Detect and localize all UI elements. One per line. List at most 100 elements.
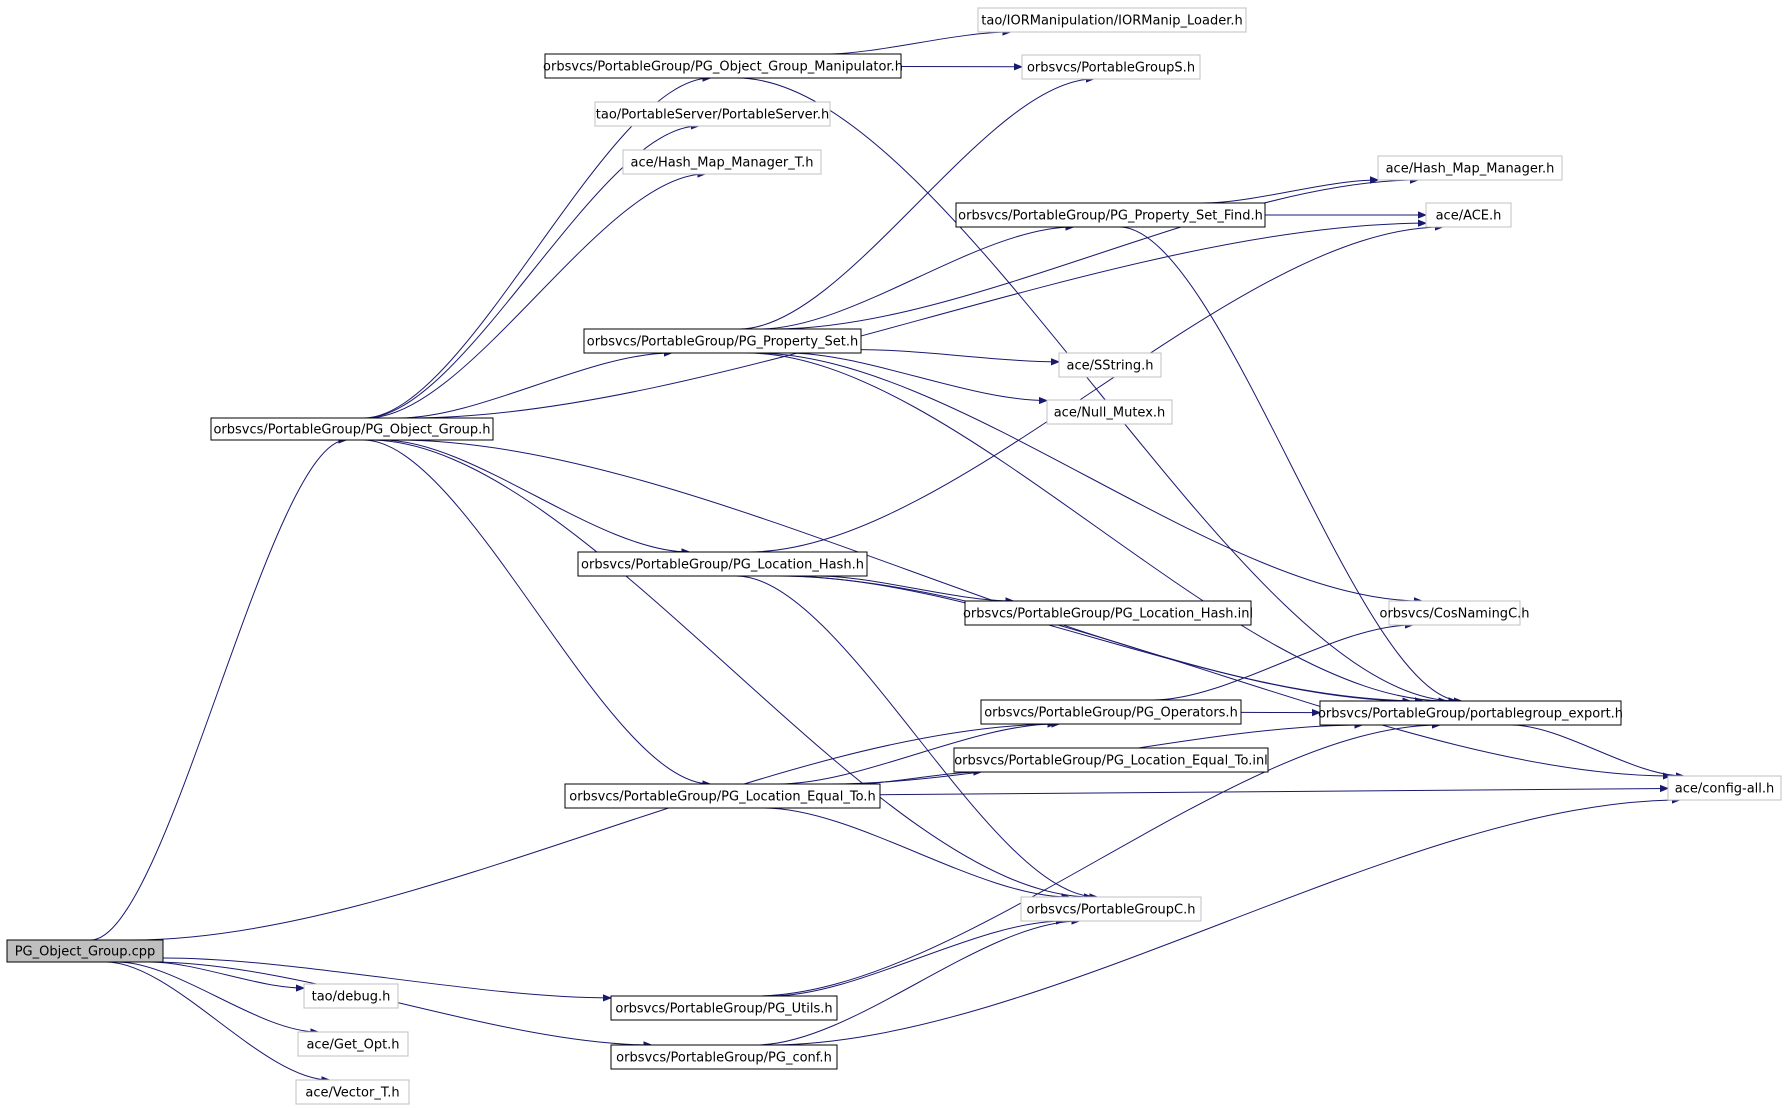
edge-n_export-to-n_configall (1511, 724, 1684, 776)
node-box (295, 1079, 410, 1105)
node-box (610, 995, 838, 1021)
edge-n_propfind-to-n_export (1119, 226, 1462, 701)
graph-node-sstring: ace/SString.h (1058, 352, 1162, 378)
node-label: ace/Hash_Map_Manager.h (1386, 162, 1555, 177)
edge-n_operators-to-n_cosnaming (1152, 625, 1413, 701)
node-label: orbsvcs/PortableGroup/PG_Operators.h (984, 706, 1238, 721)
node-label: ace/Null_Mutex.h (1054, 406, 1166, 421)
edge-n_objgroup_h-to-n_pgC (369, 439, 1092, 897)
node-label: ace/Hash_Map_Manager_T.h (631, 156, 814, 171)
node-label: orbsvcs/PortableGroup/PG_conf.h (616, 1051, 832, 1066)
node-box (577, 551, 868, 577)
edge-n_propset-to-n_propfind (759, 227, 1073, 330)
edge-n_lochash-to-n_export (782, 575, 1411, 701)
node-box (1319, 700, 1622, 726)
graph-node-debug: tao/debug.h (303, 983, 399, 1009)
graph-node-operators[interactable]: orbsvcs/PortableGroup/PG_Operators.h (980, 699, 1242, 725)
node-label: orbsvcs/PortableGroup/PG_Location_Hash.i… (963, 607, 1253, 622)
graph-node-propset[interactable]: orbsvcs/PortableGroup/PG_Property_Set.h (583, 328, 862, 354)
node-label: orbsvcs/PortableGroup/PG_Object_Group.h (213, 423, 490, 438)
node-label: ace/config-all.h (1675, 782, 1775, 797)
edges-layer (90, 32, 1684, 1080)
graph-node-utils[interactable]: orbsvcs/PortableGroup/PG_Utils.h (610, 995, 838, 1021)
node-box (622, 149, 822, 175)
graph-node-locequalinl[interactable]: orbsvcs/PortableGroup/PG_Location_Equal_… (953, 747, 1269, 773)
node-box (1058, 352, 1162, 378)
node-label: ace/Get_Opt.h (306, 1038, 399, 1053)
node-box (564, 783, 881, 809)
node-box (610, 1044, 838, 1070)
edge-n_objgroup_h-to-n_hashmapT (367, 174, 705, 419)
edge-n_conf-to-n_configall (768, 800, 1680, 1046)
node-box (544, 53, 902, 79)
node-box (594, 101, 831, 127)
node-label: orbsvcs/PortableGroup/portablegroup_expo… (1318, 707, 1623, 722)
edge-n_objgroup_h-to-n_manip (363, 78, 710, 419)
graph-node-conf[interactable]: orbsvcs/PortableGroup/PG_conf.h (610, 1044, 838, 1070)
edge-n_propset-to-n_pgS (739, 79, 1094, 330)
node-label: tao/IORManipulation/IORManip_Loader.h (981, 14, 1242, 29)
edge-n_root-to-n_objgroup_h (90, 440, 347, 941)
node-box (977, 7, 1247, 33)
edge-n_objgroup_h-to-n_propset (398, 353, 672, 419)
node-label: tao/debug.h (312, 990, 391, 1005)
node-label: orbsvcs/PortableGroupS.h (1027, 61, 1195, 76)
node-box (1377, 155, 1563, 181)
graph-node-cosnaming: orbsvcs/CosNamingC.h (1379, 600, 1530, 626)
graph-node-pgC: orbsvcs/PortableGroupC.h (1020, 896, 1202, 922)
graph-node-pgS: orbsvcs/PortableGroupS.h (1021, 54, 1201, 80)
graph-node-ace: ace/ACE.h (1425, 202, 1512, 228)
edge-n_objgroup_h-to-n_ace (409, 223, 1426, 419)
graph-node-hashmap: ace/Hash_Map_Manager.h (1377, 155, 1563, 181)
edge-n_propset-to-n_nullmutex (787, 352, 1047, 401)
edge-n_root-to-n_getopt (116, 961, 319, 1032)
graph-node-locequal[interactable]: orbsvcs/PortableGroup/PG_Location_Equal_… (564, 783, 881, 809)
edge-n_utils-to-n_export (754, 725, 1440, 997)
graph-node-export[interactable]: orbsvcs/PortableGroup/portablegroup_expo… (1318, 700, 1623, 726)
edge-n_root-to-n_vector (105, 961, 330, 1080)
node-box (955, 202, 1266, 228)
graph-node-propfind[interactable]: orbsvcs/PortableGroup/PG_Property_Set_Fi… (955, 202, 1266, 228)
edge-n_objgroup_h-to-n_lochash (382, 439, 689, 552)
edge-n_objgroup_h-to-n_portserver (364, 126, 699, 419)
node-box (1021, 54, 1201, 80)
edge-n_lochash-to-n_ace (748, 227, 1443, 553)
node-label: orbsvcs/PortableGroup/PG_Location_Equal_… (954, 754, 1268, 769)
node-box (297, 1031, 409, 1057)
node-label: orbsvcs/PortableGroup/PG_Object_Group_Ma… (543, 60, 903, 75)
node-label: orbsvcs/PortableGroupC.h (1027, 903, 1196, 918)
edge-n_root-to-n_debug (150, 961, 304, 988)
node-box (1020, 896, 1202, 922)
graph-node-lochash[interactable]: orbsvcs/PortableGroup/PG_Location_Hash.h (577, 551, 868, 577)
node-box (210, 417, 494, 441)
edge-n_locequal-to-n_operators (777, 724, 1056, 785)
graph-node-vector: ace/Vector_T.h (295, 1079, 410, 1105)
graph-node-manip[interactable]: orbsvcs/PortableGroup/PG_Object_Group_Ma… (543, 53, 903, 79)
node-label: ace/ACE.h (1436, 209, 1502, 224)
graph-node-objgroup-h[interactable]: orbsvcs/PortableGroup/PG_Object_Group.h (210, 417, 494, 441)
graph-node-lochashinl[interactable]: orbsvcs/PortableGroup/PG_Location_Hash.i… (963, 600, 1253, 626)
edge-n_propset-to-n_hashmap (774, 180, 1418, 330)
edge-n_conf-to-n_pgC (755, 921, 1079, 1046)
node-box (6, 939, 164, 963)
graph-node-root[interactable]: PG_Object_Group.cpp (6, 939, 164, 963)
edge-n_objgroup_h-to-n_export (395, 439, 1423, 701)
edge-n_locequal-to-n_pgC (763, 807, 1070, 897)
edge-n_lochash-to-n_lochashinl (816, 575, 1014, 601)
node-box (1388, 600, 1521, 626)
node-label: orbsvcs/CosNamingC.h (1379, 607, 1529, 622)
edge-n_root-to-n_operators (132, 724, 1059, 941)
node-label: orbsvcs/PortableGroup/PG_Location_Equal_… (569, 790, 875, 805)
node-label: orbsvcs/PortableGroup/PG_Property_Set.h (587, 335, 859, 350)
edge-n_objgroup_h-to-n_locequal (363, 439, 710, 784)
node-box (1667, 775, 1782, 801)
edge-n_propset-to-n_export (746, 352, 1447, 701)
node-box (583, 328, 862, 354)
node-label: PG_Object_Group.cpp (15, 945, 156, 960)
edge-n_root-to-n_utils (162, 957, 611, 998)
graph-node-getopt: ace/Get_Opt.h (297, 1031, 409, 1057)
edge-n_manip-to-n_export (736, 77, 1457, 701)
edge-n_root-to-n_conf (151, 961, 651, 1045)
edge-n_propset-to-n_sstring (860, 349, 1059, 362)
graph-node-nullmutex: ace/Null_Mutex.h (1046, 399, 1173, 425)
